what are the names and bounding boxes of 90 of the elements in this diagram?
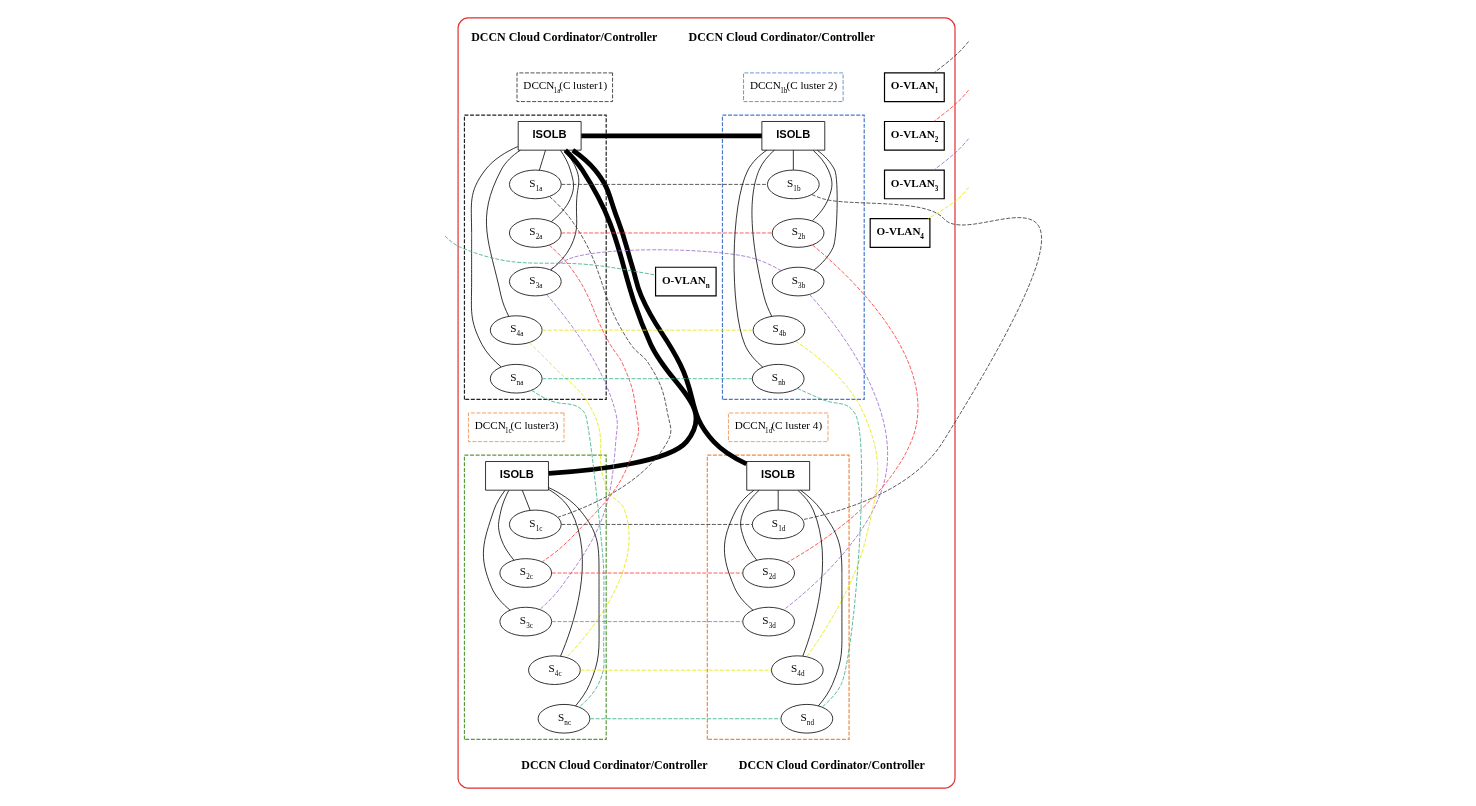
connector	[521, 489, 531, 511]
connector	[933, 138, 969, 171]
connector	[560, 232, 773, 234]
connector	[795, 340, 879, 657]
connector	[933, 89, 969, 122]
connector	[549, 196, 672, 518]
connector	[581, 133, 762, 139]
node-box: O-VLAN$_{2}$	[883, 120, 945, 151]
connector	[550, 149, 580, 271]
label: DCCN Cloud Cordinator/Controller	[521, 758, 708, 773]
connector	[548, 489, 583, 657]
connector	[589, 718, 782, 720]
connector	[560, 184, 768, 185]
connector	[486, 149, 521, 317]
connector	[528, 342, 630, 658]
node-ellipse: S$_{2a}$	[509, 218, 562, 248]
node-ellipse: S$_{nb}$	[751, 364, 805, 394]
node-box: ISOLB	[761, 121, 826, 151]
connector	[786, 244, 919, 564]
label: DCCN Cloud Cordinator/Controller	[738, 758, 925, 773]
node-ellipse: S$_{3c}$	[499, 606, 553, 637]
connector	[740, 489, 760, 561]
cluster	[721, 114, 865, 400]
node-ellipse: S$_{1b}$	[767, 169, 820, 200]
connector	[724, 489, 755, 611]
connector	[797, 490, 823, 657]
connector	[802, 194, 1042, 520]
connector	[927, 186, 969, 219]
connector	[548, 487, 600, 707]
node-ellipse: S$_{nc}$	[537, 704, 591, 734]
label: DCCN Cloud Cordinator/Controller	[688, 29, 875, 44]
node-box: ISOLB	[746, 461, 811, 491]
node-ellipse: S$_{2b}$	[771, 218, 825, 248]
connector	[549, 249, 782, 271]
connector	[796, 387, 862, 708]
connector	[933, 41, 969, 74]
node-box: DCCN$_{1c}$(C luster3)	[468, 412, 565, 442]
node-box: O-VLAN$_{n}$	[654, 266, 717, 297]
node-ellipse: S$_{1c}$	[509, 509, 562, 540]
connector	[539, 294, 618, 610]
node-ellipse: S$_{3d}$	[742, 606, 795, 637]
node-ellipse: S$_{4d}$	[771, 655, 824, 685]
node-box: DCCN$_{1b}$(C luster 2)	[743, 72, 844, 102]
label: DCCN Cloud Cordinator/Controller	[471, 29, 658, 44]
connector	[444, 235, 656, 276]
node-box: O-VLAN$_{3}$	[883, 169, 945, 200]
connector	[548, 148, 699, 476]
node-box: DCCN$_{1a}$(C luster1)	[516, 72, 613, 102]
connector	[800, 489, 843, 707]
connector	[551, 621, 743, 622]
connector	[531, 389, 605, 708]
cluster	[463, 114, 607, 400]
connector	[813, 149, 838, 271]
node-ellipse: S$_{3b}$	[771, 266, 825, 297]
node-box: DCCN$_{1d}$(C luster 4)	[728, 412, 829, 442]
connector	[551, 572, 743, 574]
cluster	[706, 454, 850, 741]
connector	[792, 149, 794, 171]
node-ellipse: S$_{4a}$	[489, 315, 543, 345]
node-ellipse: S$_{1a}$	[509, 169, 562, 200]
connector	[580, 669, 772, 671]
connector	[812, 150, 833, 222]
connector	[539, 149, 546, 171]
node-ellipse: S$_{4c}$	[528, 655, 581, 685]
node-box: ISOLB	[517, 121, 582, 151]
cluster	[463, 454, 607, 741]
node-ellipse: S$_{1d}$	[751, 509, 805, 540]
connector	[751, 149, 775, 317]
connector	[470, 146, 519, 368]
connector	[483, 489, 511, 611]
connector	[551, 150, 574, 222]
connector	[561, 524, 753, 525]
node-ellipse: S$_{2d}$	[742, 558, 795, 588]
connector	[541, 378, 753, 380]
node-ellipse: S$_{2c}$	[499, 558, 553, 588]
connector	[541, 244, 639, 563]
connector	[733, 149, 768, 368]
connector	[777, 489, 779, 511]
node-box: ISOLB	[485, 461, 549, 491]
node-box: O-VLAN$_{4}$	[869, 218, 931, 248]
node-ellipse: S$_{3a}$	[509, 266, 562, 297]
node-box: O-VLAN$_{1}$	[883, 72, 945, 103]
connector	[571, 148, 748, 466]
connector	[541, 329, 754, 331]
node-ellipse: S$_{na}$	[489, 364, 543, 394]
connector	[498, 490, 515, 561]
node-ellipse: S$_{nd}$	[780, 704, 834, 734]
connector	[783, 294, 888, 611]
cluster	[457, 17, 956, 789]
node-ellipse: S$_{4b}$	[752, 315, 806, 345]
